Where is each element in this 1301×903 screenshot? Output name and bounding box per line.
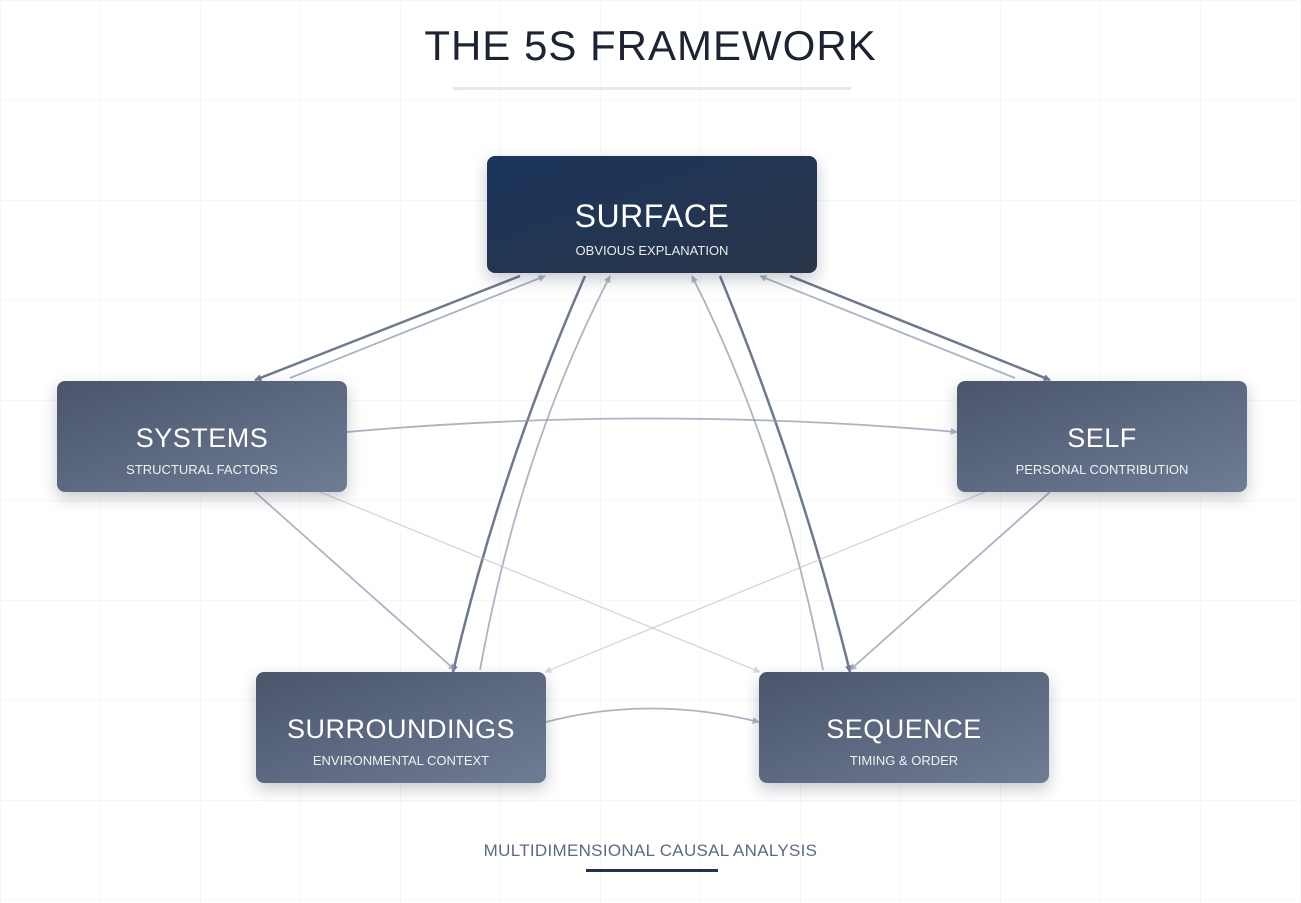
node-sequence[interactable]: SEQUENCE TIMING & ORDER	[759, 672, 1049, 783]
edge-systems-to-self	[346, 417, 958, 435]
node-title: SEQUENCE	[826, 714, 982, 744]
footer-divider	[586, 869, 718, 872]
edge-systems-to-surface	[289, 275, 546, 379]
edge-surface-to-systems	[254, 274, 521, 382]
edge-surface-to-surroundings	[451, 275, 587, 673]
node-systems[interactable]: SYSTEMS STRUCTURAL FACTORS	[57, 381, 347, 492]
edge-surroundings-to-sequence	[545, 707, 760, 724]
footer-caption: MULTIDIMENSIONAL CAUSAL ANALYSIS	[483, 841, 818, 860]
node-title: SURFACE	[574, 198, 730, 234]
node-subtitle: PERSONAL CONTRIBUTION	[1015, 462, 1189, 477]
node-title: SURROUNDINGS	[286, 714, 515, 744]
edge-self-to-surroundings	[544, 491, 986, 673]
edge-self-to-sequence	[849, 491, 1051, 671]
node-subtitle: ENVIRONMENTAL CONTEXT	[312, 753, 490, 768]
edge-surroundings-to-surface	[479, 275, 611, 671]
node-self[interactable]: SELF PERSONAL CONTRIBUTION	[957, 381, 1247, 492]
node-subtitle: TIMING & ORDER	[849, 753, 959, 768]
node-subtitle: STRUCTURAL FACTORS	[126, 462, 278, 477]
node-title: SYSTEMS	[135, 423, 269, 453]
node-title: SELF	[1067, 423, 1137, 453]
title-divider	[453, 87, 851, 90]
node-subtitle: OBVIOUS EXPLANATION	[575, 243, 729, 258]
edge-systems-to-sequence	[319, 491, 761, 673]
node-surface[interactable]: SURFACE OBVIOUS EXPLANATION	[487, 156, 817, 273]
page-title: THE 5S FRAMEWORK	[424, 22, 877, 69]
edge-systems-to-surroundings	[254, 491, 456, 671]
edge-surface-to-self	[789, 274, 1051, 382]
edge-sequence-to-surface	[691, 275, 824, 671]
edge-surface-to-sequence	[718, 275, 852, 673]
edge-self-to-surface	[759, 275, 1016, 379]
node-surroundings[interactable]: SURROUNDINGS ENVIRONMENTAL CONTEXT	[256, 672, 546, 783]
